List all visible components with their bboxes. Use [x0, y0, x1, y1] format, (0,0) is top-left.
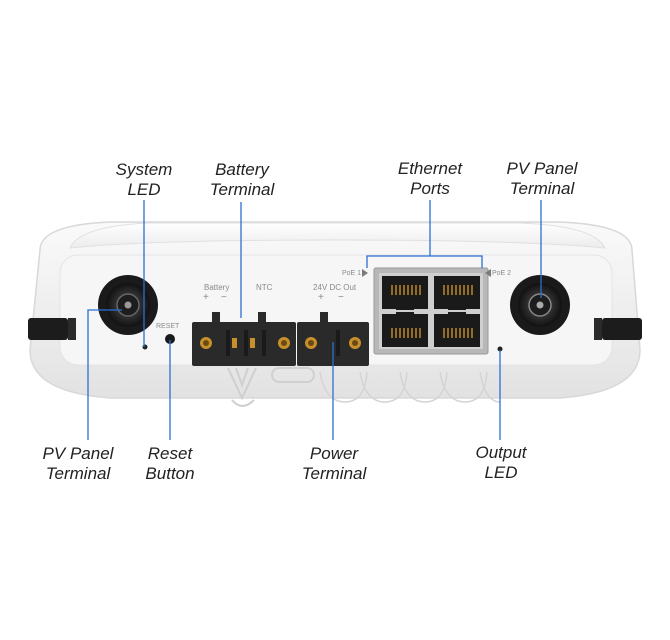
left-mount-slot	[28, 318, 68, 340]
battery-terminal-block	[192, 312, 296, 366]
callout-pv-panel-terminal-bottom: PV Panel Terminal	[42, 444, 114, 483]
output-led-dot	[497, 346, 503, 352]
callout-pv-panel-terminal-top: PV Panel Terminal	[506, 159, 578, 198]
reset-label: RESET	[156, 323, 180, 330]
poe1-arrow	[362, 269, 368, 277]
rj45-port	[382, 312, 428, 347]
poe2-arrow	[485, 269, 491, 277]
bottom-ribs	[319, 371, 501, 403]
callout-system-led: System LED	[115, 160, 173, 199]
battery-label: Battery	[204, 283, 229, 292]
device-lid	[69, 222, 606, 249]
dc-minus-label: −	[338, 292, 344, 303]
callout-battery-terminal: Battery Terminal	[209, 160, 275, 199]
dc-plus-label: +	[318, 292, 324, 303]
callout-reset-button: Reset Button	[145, 444, 195, 483]
rj45-port	[382, 276, 428, 310]
right-mount-slot	[602, 318, 642, 340]
reset-button-hole	[165, 334, 175, 344]
left-mount-notch	[68, 318, 76, 340]
cable-clip	[227, 367, 257, 407]
ethernet-port-block	[373, 267, 489, 355]
leader-ethernet-ports	[366, 200, 431, 268]
rj45-port	[434, 312, 480, 347]
system-led-dot	[142, 344, 148, 350]
poe2-label: PoE 2	[492, 270, 511, 277]
rj45-port	[434, 276, 480, 310]
leader-lines	[87, 200, 542, 440]
dc-out-label: 24V DC Out	[313, 283, 357, 292]
leader-ethernet-ports-right	[430, 255, 483, 268]
callout-output-led: Output LED	[475, 443, 527, 482]
ntc-label: NTC	[256, 283, 273, 292]
poe1-label: PoE 1	[342, 270, 361, 277]
callout-ethernet-ports: Ethernet Ports	[397, 159, 463, 198]
battery-plus-label: +	[203, 292, 209, 303]
slot-cover	[271, 367, 315, 383]
battery-minus-label: −	[221, 292, 227, 303]
callout-power-terminal: Power Terminal	[301, 444, 367, 483]
leader-pv-panel-bottom	[87, 309, 122, 440]
right-mount-notch	[594, 318, 602, 340]
